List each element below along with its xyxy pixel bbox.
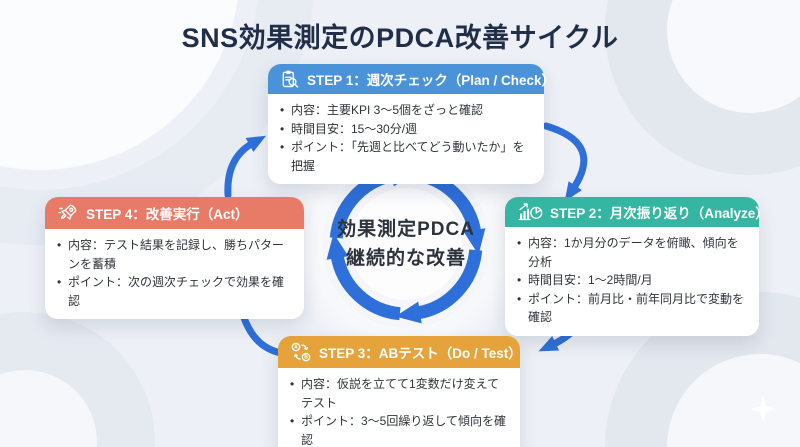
step-2-card: STEP 2：月次振り返り（Analyze） 内容：1か月分のデータを俯瞰、傾向… <box>505 197 769 336</box>
step-2-bullet: 時間目安：1〜2時間/月 <box>515 271 747 290</box>
step-2-header: STEP 2：月次振り返り（Analyze） <box>505 197 769 227</box>
chart-growth-pie-icon <box>517 202 543 222</box>
step-1-bullet: 内容：主要KPI 3〜5個をざっと確認 <box>278 101 532 120</box>
step-1-header: STEP 1：週次チェック（Plan / Check） <box>268 64 555 94</box>
step-3-title: STEP 3：ABテスト（Do / Test） <box>319 346 522 361</box>
cycle-label-line1: 効果測定PDCA <box>337 218 475 240</box>
arrow-step1-to-step2 <box>542 122 588 202</box>
step-3-bullet: ポイント：3〜5回繰り返して傾向を確認 <box>288 412 508 447</box>
ab-swap-icon: A B <box>290 341 312 363</box>
step-4-bullet: 内容：テスト結果を記録し、勝ちパターンを蓄積 <box>55 236 292 273</box>
cycle-label-line2: 継続的な改善 <box>345 248 466 269</box>
cycle-center-label: 効果測定PDCA 継続的な改善 <box>321 159 491 329</box>
page-title: SNS効果測定のPDCA改善サイクル <box>181 23 619 53</box>
step-1-bullet: 時間目安：15〜30分/週 <box>278 120 532 139</box>
svg-text:B: B <box>304 355 308 361</box>
clipboard-search-icon <box>280 69 300 89</box>
step-4-title: STEP 4：改善実行（Act） <box>86 207 249 222</box>
step-2-bullet: ポイント：前月比・前年同月比で変動を確認 <box>515 290 747 327</box>
step-4-card: STEP 4：改善実行（Act） 内容：テスト結果を記録し、勝ちパターンを蓄積 … <box>45 197 304 320</box>
step-3-bullet: 内容：仮説を立てて1変数だけ変えてテスト <box>288 375 508 412</box>
step-1-card: STEP 1：週次チェック（Plan / Check） 内容：主要KPI 3〜5… <box>268 64 555 185</box>
step-4-header: STEP 4：改善実行（Act） <box>45 197 304 229</box>
step-4-bullet: ポイント：次の週次チェックで効果を確認 <box>55 273 292 310</box>
step-4-body: 内容：テスト結果を記録し、勝ちパターンを蓄積 ポイント：次の週次チェックで効果を… <box>45 229 304 320</box>
pdca-cycle-icon <box>322 160 490 328</box>
step-1-body: 内容：主要KPI 3〜5個をざっと確認 時間目安：15〜30分/週 ポイント：「… <box>268 94 544 185</box>
step-2-bullet: 内容：1か月分のデータを俯瞰、傾向を分析 <box>515 234 747 271</box>
step-3-card: A B STEP 3：ABテスト（Do / Test） 内容：仮説を立てて1変数… <box>278 336 522 447</box>
step-1-bullet: ポイント：「先週と比べてどう動いたか」を把握 <box>278 138 532 175</box>
step-3-header: A B STEP 3：ABテスト（Do / Test） <box>278 336 522 368</box>
step-3-body: 内容：仮説を立てて1変数だけ変えてテスト ポイント：3〜5回繰り返して傾向を確認 <box>278 368 520 447</box>
decorative-ring-bottom-left <box>0 312 155 447</box>
step-2-title: STEP 2：月次振り返り（Analyze） <box>550 206 769 221</box>
step-1-title: STEP 1：週次チェック（Plan / Check） <box>307 73 556 88</box>
rocket-icon <box>57 202 79 224</box>
svg-text:A: A <box>294 345 298 351</box>
step-2-body: 内容：1か月分のデータを俯瞰、傾向を分析 時間目安：1〜2時間/月 ポイント：前… <box>505 227 759 336</box>
